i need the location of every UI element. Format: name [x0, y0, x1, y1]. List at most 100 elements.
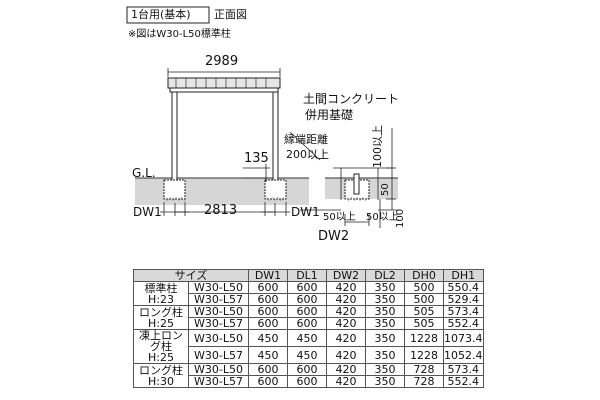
table-cell: 350	[365, 281, 405, 294]
front-view-drawing	[126, 6, 398, 228]
table-row: W30-L57 450 450 420 350 1228 1052.4	[134, 346, 484, 364]
dim-dw1-right	[261, 202, 290, 216]
table-cell: 529.4	[443, 293, 484, 306]
table-cell: 600	[248, 305, 288, 318]
height-135-dim: 135	[244, 151, 269, 166]
table-cell: 420	[326, 375, 366, 388]
table-cell: 600	[287, 281, 327, 294]
table-cell: 728	[404, 375, 444, 388]
table-cell: 600	[287, 317, 327, 330]
detail-title-line1: 土間コンクリート	[303, 92, 400, 106]
header-label-box	[126, 6, 210, 24]
table-cell: 1228	[404, 346, 444, 364]
dw2-label: DW2	[318, 229, 350, 244]
col-header-dh1: DH1	[443, 269, 484, 282]
table-cell: W30-L50	[188, 363, 249, 376]
table-cell: 600	[248, 375, 288, 388]
dim-50-right: 50	[380, 183, 391, 196]
table-cell: 420	[326, 317, 366, 330]
table-cell: 350	[365, 317, 405, 330]
roof-beam	[169, 87, 279, 93]
table-cell: W30-L57	[188, 293, 249, 306]
dim-2989	[167, 68, 281, 77]
roof-ribs	[175, 78, 267, 88]
table-cell: 450	[287, 346, 327, 364]
table-row: W30-L57 600 600 420 350 500 529.4	[134, 293, 484, 306]
detail-post	[353, 173, 360, 195]
col-header-dw1: DW1	[248, 269, 288, 282]
dim-50-left: 50以上	[323, 212, 356, 223]
table-cell: 350	[365, 375, 405, 388]
table-cell: W30-L57	[188, 375, 249, 388]
table-row: W30-L57 600 600 420 350 728 552.4	[134, 375, 484, 388]
header-box-label: 1台用(基本)	[131, 8, 191, 21]
table-cell: 350	[365, 346, 405, 364]
table-cell: 600	[248, 293, 288, 306]
dim-2813	[174, 203, 276, 216]
table-cell: 505	[404, 305, 444, 318]
table-cell: 1052.4	[443, 346, 484, 364]
post-left	[171, 91, 178, 191]
dim-100-below: 100	[395, 208, 406, 228]
table-cell: 600	[248, 363, 288, 376]
table-cell: 420	[326, 281, 366, 294]
table-cell: 350	[365, 329, 405, 347]
table-cell: 500	[404, 281, 444, 294]
table-row: W30-L57 600 600 420 350 505 552.4	[134, 317, 484, 330]
dim-dw1-left	[160, 202, 189, 216]
table-cell: W30-L50	[188, 305, 249, 318]
table-cell: 552.4	[443, 317, 484, 330]
detail-title-line2: 併用基礎	[305, 108, 354, 122]
table-cell: 1228	[404, 329, 444, 347]
col-header-size: サイズ	[133, 269, 249, 282]
table-header-row: サイズ DW1 DL1 DW2 DL2 DH0 DH1	[133, 269, 484, 282]
view-label: 正面図	[214, 8, 247, 21]
gravel-right	[265, 197, 286, 201]
foundation-left	[163, 179, 186, 200]
table-cell: 450	[287, 329, 327, 347]
roof-panel	[167, 77, 281, 89]
table-cell: 552.4	[443, 375, 484, 388]
edge-distance-value: 200以上	[286, 148, 329, 161]
width-bottom-dim: 2813	[204, 203, 238, 218]
width-top-dim: 2989	[205, 54, 239, 69]
table-cell: 573.4	[443, 363, 484, 376]
col-header-dw2: DW2	[326, 269, 366, 282]
detail-dim-lines	[300, 128, 398, 228]
table-cell: 420	[326, 363, 366, 376]
table-cell: W30-L50	[188, 329, 249, 347]
col-header-dl2: DL2	[365, 269, 405, 282]
table-cell: 573.4	[443, 305, 484, 318]
edge-distance-label: 縁端距離	[284, 133, 328, 146]
table-cell: 728	[404, 363, 444, 376]
dw1-left-label: DW1	[133, 205, 162, 219]
table-cell: 350	[365, 305, 405, 318]
edge-distance-leader	[289, 131, 321, 161]
table-cell: 505	[404, 317, 444, 330]
table-cell: 600	[287, 293, 327, 306]
figure-note: ※図はW30-L50標準柱	[128, 29, 231, 40]
table-cell: 500	[404, 293, 444, 306]
col-header-dh0: DH0	[404, 269, 444, 282]
table-cell: 420	[326, 346, 366, 364]
dim-135	[243, 164, 270, 182]
table-cell: 600	[287, 363, 327, 376]
col-header-dl1: DL1	[287, 269, 327, 282]
post-right	[272, 91, 279, 191]
gravel-left	[164, 197, 185, 201]
table-cell: W30-L50	[188, 281, 249, 294]
table-cell: 550.4	[443, 281, 484, 294]
table-cell: 420	[326, 293, 366, 306]
table-cell: W30-L57	[188, 317, 249, 330]
table-cell: 420	[326, 329, 366, 347]
table-cell: 450	[248, 346, 288, 364]
table-cell: 600	[248, 317, 288, 330]
